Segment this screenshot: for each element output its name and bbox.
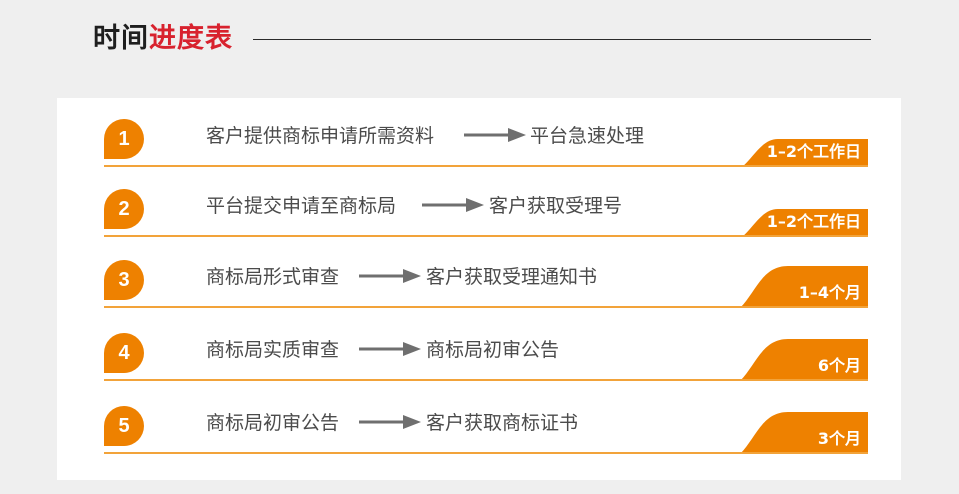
- step-to-text: 商标局初审公告: [426, 339, 560, 361]
- step-number-badge: 3: [104, 260, 144, 300]
- step-from-text: 商标局实质审查: [206, 339, 340, 361]
- right-arrow-icon: [359, 415, 421, 429]
- step-number-badge: 2: [104, 189, 144, 229]
- step-underline: [104, 379, 868, 381]
- duration-label: 6个月: [817, 356, 861, 375]
- step-to-text: 客户获取受理通知书: [426, 266, 598, 288]
- timeline-step: 1 客户提供商标申请所需资料 平台急速处理 1–2个工作日: [104, 115, 868, 167]
- title-part-1: 时间: [93, 23, 149, 54]
- duration-tab: 6个月: [740, 329, 868, 381]
- right-arrow-icon: [464, 128, 526, 142]
- step-to-text: 平台急速处理: [530, 125, 645, 147]
- duration-tab: 3个月: [740, 402, 868, 454]
- right-arrow-icon: [422, 198, 484, 212]
- timeline-step: 3 商标局形式审查 客户获取受理通知书 1–4个月: [104, 256, 868, 308]
- duration-label: 1–2个工作日: [766, 212, 861, 231]
- step-from-text: 平台提交申请至商标局: [206, 195, 397, 217]
- header-divider: [253, 39, 871, 40]
- duration-tab: 1–4个月: [740, 256, 868, 308]
- step-to-text: 客户获取商标证书: [426, 412, 579, 434]
- right-arrow-icon: [359, 269, 421, 283]
- right-arrow-icon: [359, 342, 421, 356]
- timeline-step: 2 平台提交申请至商标局 客户获取受理号 1–2个工作日: [104, 185, 868, 237]
- step-number-badge: 1: [104, 119, 144, 159]
- step-from-text: 商标局形式审查: [206, 266, 340, 288]
- page-header: 时间进度表: [93, 20, 871, 58]
- step-number-badge: 4: [104, 333, 144, 373]
- timeline-step: 5 商标局初审公告 客户获取商标证书 3个月: [104, 402, 868, 454]
- step-number-badge: 5: [104, 406, 144, 446]
- step-from-text: 商标局初审公告: [206, 412, 340, 434]
- timeline-step: 4 商标局实质审查 商标局初审公告 6个月: [104, 329, 868, 381]
- step-underline: [104, 452, 868, 454]
- page-title: 时间进度表: [93, 22, 233, 56]
- duration-label: 1–4个月: [798, 283, 861, 302]
- timeline-panel: 1 客户提供商标申请所需资料 平台急速处理 1–2个工作日 2 平台提交申请至商…: [57, 98, 901, 480]
- step-underline: [104, 306, 868, 308]
- duration-label: 3个月: [817, 429, 861, 448]
- duration-label: 1–2个工作日: [766, 142, 861, 161]
- duration-tab: 1–2个工作日: [740, 115, 868, 167]
- step-underline: [104, 165, 868, 167]
- duration-tab: 1–2个工作日: [740, 185, 868, 237]
- title-part-2: 进度表: [149, 23, 233, 54]
- step-to-text: 客户获取受理号: [489, 195, 623, 217]
- step-underline: [104, 235, 868, 237]
- step-from-text: 客户提供商标申请所需资料: [206, 125, 435, 147]
